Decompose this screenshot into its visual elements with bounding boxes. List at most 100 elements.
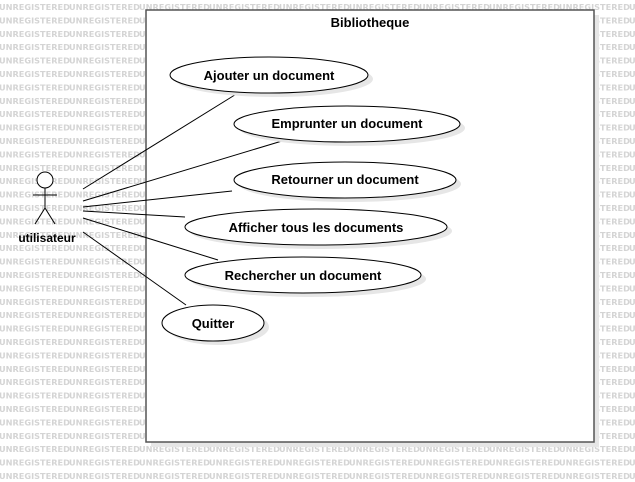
use-case-ajouter[interactable]: Ajouter un document [169,56,373,97]
watermark-text: UNREGISTERED [419,471,490,481]
watermark-text: UNREGISTERED [139,2,210,12]
use-case-label: Rechercher un document [225,268,382,283]
watermark-text: UNREGISTERED [0,203,70,213]
watermark-text: UNREGISTERED [0,364,70,374]
watermark-text: UNREGISTERED [139,444,210,454]
use-case-ellipse[interactable] [233,161,457,199]
watermark-text: UNREGISTERED [0,243,70,253]
watermark-text: UNREGISTERED [69,391,140,401]
watermark-text: UNREGISTERED [629,56,635,66]
association-line[interactable] [82,190,233,208]
watermark-text: UNREGISTERED [69,350,140,360]
watermark-text: UNREGISTERED [0,297,70,307]
watermark-text: UNREGISTERED [0,69,70,79]
use-case-ellipse[interactable] [184,208,448,246]
use-case-rechercher[interactable]: Rechercher un document [184,256,426,297]
use-case-label: Ajouter un document [204,68,335,83]
use-case-ellipse[interactable] [233,105,461,143]
watermark-text: UNREGISTERED [629,82,635,92]
watermark-text: UNREGISTERED [629,458,635,468]
watermark-text: UNREGISTERED [209,471,280,481]
watermark-text: UNREGISTERED [629,270,635,280]
use-case-label: Quitter [192,316,235,331]
watermark-text: UNREGISTERED [0,82,70,92]
actor-utilisateur[interactable]: utilisateur [18,171,76,245]
watermark-text: UNREGISTERED [69,15,140,25]
watermark-text: UNREGISTERED [0,283,70,293]
watermark-text: UNREGISTERED [629,216,635,226]
watermark-text: UNREGISTERED [69,257,140,267]
watermark-text: UNREGISTERED [0,270,70,280]
system-title: Bibliotheque [331,15,410,30]
watermark-text: UNREGISTERED [629,364,635,374]
watermark-text: UNREGISTERED [629,283,635,293]
watermark-text: UNREGISTERED [349,444,420,454]
watermark-text: UNREGISTERED [629,431,635,441]
watermark-text: UNREGISTERED [559,444,630,454]
watermark-text: UNREGISTERED [0,109,70,119]
watermark-text: UNREGISTERED [0,310,70,320]
watermark-text: UNREGISTERED [209,444,280,454]
watermark-text: UNREGISTERED [69,404,140,414]
watermark-text: UNREGISTERED [139,458,210,468]
watermark-text: UNREGISTERED [629,190,635,200]
use-case-quitter[interactable]: Quitter [161,304,269,345]
use-case-retourner[interactable]: Retourner un document [233,161,461,202]
watermark-text: UNREGISTERED [419,2,490,12]
watermark-text: UNREGISTERED [0,404,70,414]
watermark-text: UNREGISTERED [279,458,350,468]
watermark-text: UNREGISTERED [279,2,350,12]
watermark-text: UNREGISTERED [69,364,140,374]
watermark-text: UNREGISTERED [0,123,70,133]
watermark-text: UNREGISTERED [0,257,70,267]
watermark-text: UNREGISTERED [629,42,635,52]
association-line[interactable] [82,210,186,218]
use-case-ellipse[interactable] [161,304,265,342]
watermark-text: UNREGISTERED [489,2,560,12]
association-line[interactable] [82,140,283,202]
watermark-text: UNREGISTERED [69,136,140,146]
watermark-text: UNREGISTERED [349,2,420,12]
watermark-text: UNREGISTERED [629,350,635,360]
watermark-text: UNREGISTERED [0,324,70,334]
watermark-text: UNREGISTERED [0,149,70,159]
use-case-emprunter[interactable]: Emprunter un document [233,105,465,146]
watermark-text: UNREGISTERED [69,337,140,347]
watermark-text: UNREGISTERED [0,337,70,347]
watermark-text: UNREGISTERED [69,176,140,186]
watermark-text: UNREGISTERED [489,444,560,454]
watermark-text: UNREGISTERED [629,15,635,25]
association-line[interactable] [82,231,187,306]
use-case-ellipse[interactable] [184,256,422,294]
watermark-text: UNREGISTERED [349,458,420,468]
watermark-text: UNREGISTERED [0,216,70,226]
watermark-text: UNREGISTERED [69,123,140,133]
watermark-text: UNREGISTERED [629,377,635,387]
watermark-text: UNREGISTERED [69,458,140,468]
watermark-text: UNREGISTERED [629,297,635,307]
watermark-text: UNREGISTERED [629,109,635,119]
watermark-text: UNREGISTERED [629,176,635,186]
watermark-text: UNREGISTERED [69,82,140,92]
watermark-text: UNREGISTERED [0,163,70,173]
association-line[interactable] [82,217,219,261]
watermark-text: UNREGISTERED [69,69,140,79]
watermark-text: UNREGISTERED [0,391,70,401]
association-line[interactable] [82,92,239,190]
watermark-text: UNREGISTERED [629,243,635,253]
watermark-text: UNREGISTERED [629,404,635,414]
use-case-afficher[interactable]: Afficher tous les documents [184,208,452,249]
watermark-text: UNREGISTERED [629,230,635,240]
watermark-text: UNREGISTERED [629,2,635,12]
watermark-text: UNREGISTERED [349,471,420,481]
watermark-text: UNREGISTERED [69,203,140,213]
watermark-text: UNREGISTERED [209,458,280,468]
watermark-text: UNREGISTERED [0,471,70,481]
watermark-text: UNREGISTERED [0,96,70,106]
use-case-ellipse[interactable] [169,56,369,94]
watermark-text: UNREGISTERED [559,471,630,481]
watermark-text: UNREGISTERED [209,2,280,12]
watermark-text: UNREGISTERED [0,350,70,360]
watermark-text: UNREGISTERED [0,230,70,240]
watermark-text: UNREGISTERED [629,163,635,173]
